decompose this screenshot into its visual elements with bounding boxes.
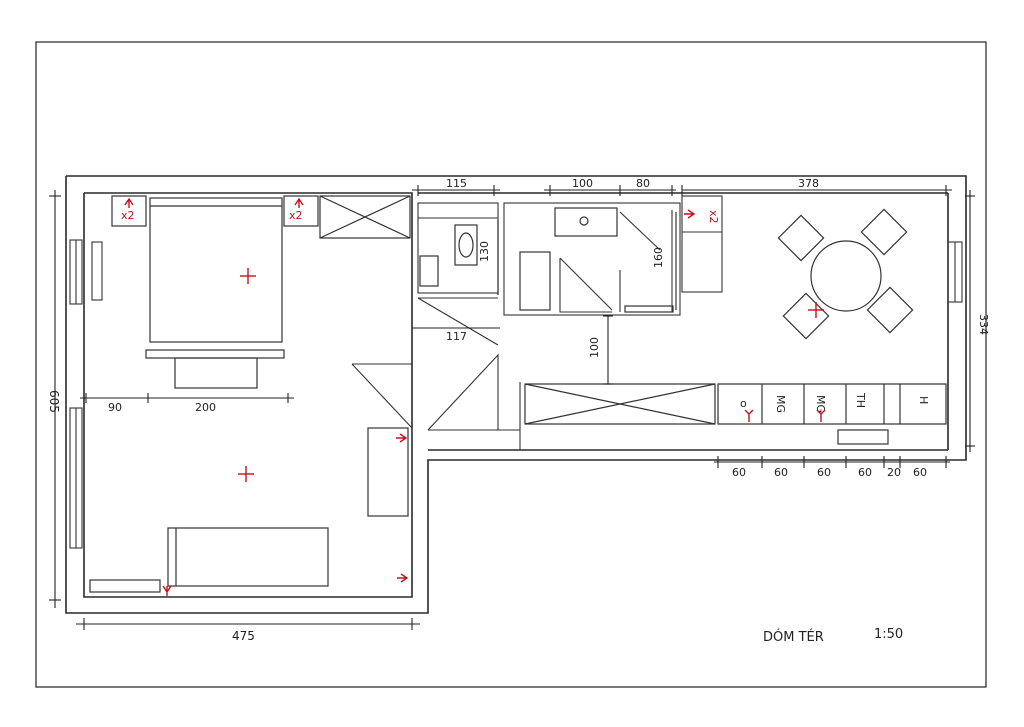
drawing-title: DÓM TÉR — [763, 629, 824, 645]
dim-bath-kitchen: 100 — [588, 337, 601, 358]
chair — [782, 292, 830, 340]
electrical-marks — [124, 197, 826, 596]
cabinet — [367, 427, 409, 517]
drawing-scale: 1:50 — [874, 627, 903, 642]
dim-bed-offset: 90 — [108, 401, 122, 414]
shelf — [145, 349, 285, 359]
left-windows — [69, 239, 103, 549]
kitchen-units — [717, 383, 947, 425]
radiator — [89, 579, 161, 593]
kitchen-step — [837, 429, 889, 445]
kitchen-label: o — [740, 397, 747, 410]
dim-unit: 60 — [913, 466, 927, 479]
dim-hall-top: 115 — [446, 177, 467, 190]
sink — [554, 207, 618, 237]
kitchen-label: MG — [814, 395, 827, 413]
dim-bath-depth: 130 — [478, 241, 491, 262]
washbasin — [454, 224, 478, 266]
tub — [519, 251, 551, 311]
wardrobe — [319, 195, 411, 239]
bench — [174, 357, 258, 389]
dim-left-width: 475 — [232, 629, 255, 643]
round-table — [810, 240, 882, 312]
dim-living-width: 378 — [798, 177, 819, 190]
kitchen-label: H — [917, 396, 930, 404]
counter-left — [524, 383, 716, 425]
dim-unit: 60 — [732, 466, 746, 479]
kitchen-label: TH — [854, 392, 867, 408]
dim-bed-width: 200 — [195, 401, 216, 414]
chair — [777, 214, 825, 262]
nightstand-right — [283, 195, 319, 227]
dim-shower-a: 100 — [572, 177, 593, 190]
right-window — [947, 241, 963, 303]
bedroom-furniture — [89, 195, 411, 593]
bedroom-door — [351, 363, 413, 429]
exterior-walls — [65, 175, 967, 614]
dim-hall-mid: 117 — [446, 330, 467, 343]
dim-shower-b: 80 — [636, 177, 650, 190]
double-socket-label: x2 — [707, 210, 720, 224]
nightstand-left — [111, 195, 147, 227]
dim-shower-side: 160 — [652, 247, 665, 268]
dim-unit: 60 — [774, 466, 788, 479]
toilet — [419, 255, 439, 287]
dimension-lines — [49, 185, 975, 630]
sheet-frame — [35, 41, 987, 688]
bed — [149, 197, 283, 343]
dim-unit: 60 — [817, 466, 831, 479]
chair — [866, 286, 914, 334]
sofa — [167, 527, 329, 587]
kitchen-label: MG — [774, 395, 787, 413]
dim-unit: 20 — [887, 466, 901, 479]
dim-living-depth: 334 — [977, 314, 990, 335]
shower-tray — [624, 305, 674, 313]
dim-left-height: 605 — [47, 390, 61, 413]
chair — [860, 208, 908, 256]
kitchen-counter — [524, 383, 947, 445]
double-socket-label: x2 — [289, 209, 303, 222]
dining-set — [777, 208, 914, 340]
dim-unit: 60 — [858, 466, 872, 479]
double-socket-label: x2 — [121, 209, 135, 222]
